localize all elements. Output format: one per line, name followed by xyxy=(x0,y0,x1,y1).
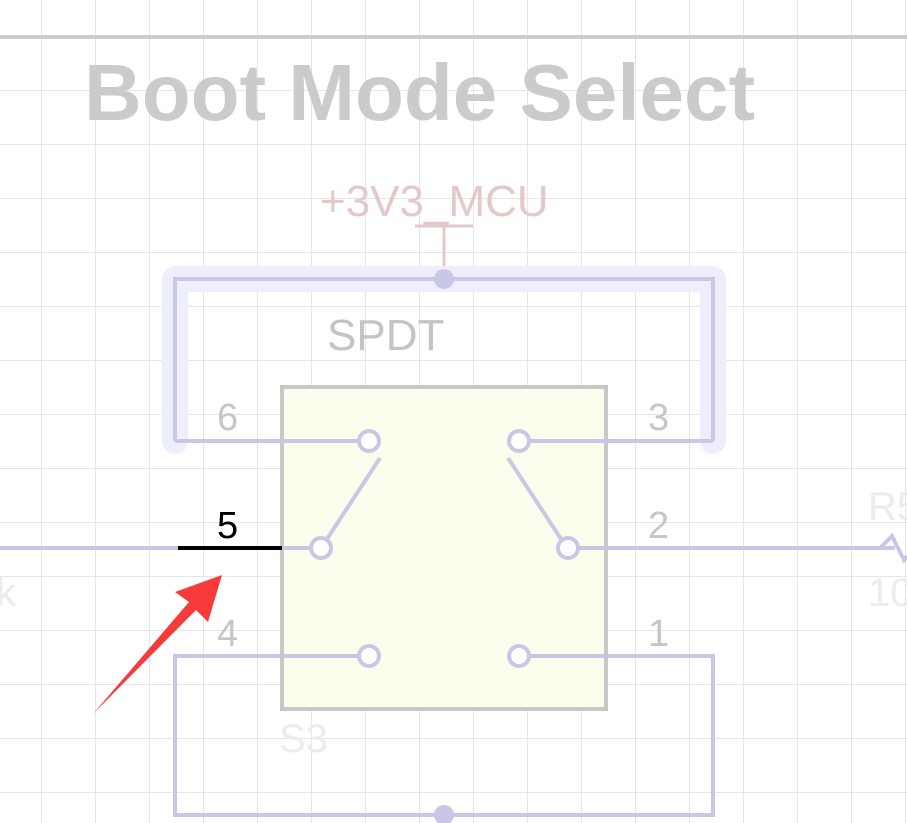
pin-number-4: 4 xyxy=(217,613,238,655)
lever-right xyxy=(506,456,563,541)
left-component-fragment: k xyxy=(0,571,17,615)
junction-dot-top xyxy=(434,269,454,289)
pin-number-5: 5 xyxy=(217,505,238,547)
switch-designator: S3 xyxy=(279,717,328,761)
resistor-symbol-fragment xyxy=(878,532,907,564)
contact-pin5 xyxy=(309,536,333,560)
contact-pin2 xyxy=(556,536,580,560)
pin-number-3: 3 xyxy=(648,397,669,439)
lever-left xyxy=(325,456,382,541)
right-component-value: 10 xyxy=(868,571,907,615)
contact-pin3 xyxy=(507,429,531,453)
right-component-ref: R5 xyxy=(868,485,907,529)
power-port-symbol xyxy=(415,224,473,270)
power-net-label: +3V3_MCU xyxy=(320,177,549,226)
junction-dot-bottom xyxy=(434,805,454,823)
contact-pin4 xyxy=(357,644,381,668)
contact-pin6 xyxy=(357,429,381,453)
annotation-arrow xyxy=(93,575,222,714)
sheet-title: Boot Mode Select xyxy=(84,48,755,137)
contact-pin1 xyxy=(507,644,531,668)
switch-type-label: SPDT xyxy=(327,311,444,360)
pin-number-2: 2 xyxy=(648,505,669,547)
pin-number-1: 1 xyxy=(648,613,669,655)
switch-contacts xyxy=(309,429,580,668)
pin-number-6: 6 xyxy=(217,397,238,439)
